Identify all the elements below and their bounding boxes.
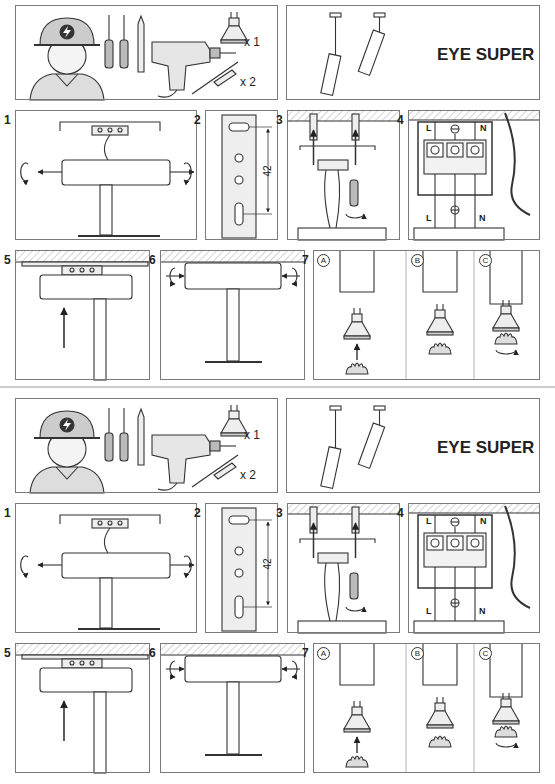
variant-circle: C — [479, 254, 492, 267]
step-panel: 7ABC — [313, 250, 540, 380]
quantity-label: x 2 — [240, 76, 256, 88]
variant-circle: B — [411, 647, 424, 660]
variant-circle: A — [317, 254, 330, 267]
product-name: EYE SUPER — [437, 46, 534, 63]
terminal-label: N — [479, 607, 486, 616]
terminal-label: L — [426, 214, 432, 223]
title-panel: EYE SUPER — [286, 398, 540, 493]
variant-letter: A — [318, 255, 329, 266]
step-number: 3 — [276, 114, 283, 126]
cut-line — [0, 387, 555, 388]
step-number: 1 — [4, 114, 11, 126]
variant-letter: C — [480, 648, 491, 659]
quantity-label: x 1 — [244, 429, 260, 441]
variant-letter: A — [318, 648, 329, 659]
terminal-label: L — [426, 124, 432, 133]
variant-circle: B — [411, 254, 424, 267]
step-number: 2 — [194, 507, 201, 519]
step-panel: 3 — [287, 110, 400, 240]
tools-panel: x 1 x 2 — [15, 5, 278, 100]
dimension-label: 42 — [263, 558, 273, 569]
terminal-label: N — [479, 214, 486, 223]
step-number: 5 — [4, 647, 11, 659]
quantity-label: x 2 — [240, 469, 256, 481]
step-number: 7 — [302, 254, 309, 266]
quantity-label: x 1 — [244, 36, 260, 48]
terminal-label: N — [480, 124, 487, 133]
step-panel: 5 — [15, 643, 150, 773]
step-number: 5 — [4, 254, 11, 266]
title-panel: EYE SUPER — [286, 5, 540, 100]
variant-circle: A — [317, 647, 330, 660]
step-number: 6 — [149, 647, 156, 659]
step-number: 2 — [194, 114, 201, 126]
variant-circle: C — [479, 647, 492, 660]
step-panel: 7ABC — [313, 643, 540, 773]
step-panel: 6 — [160, 250, 305, 380]
step-number: 1 — [4, 507, 11, 519]
step-number: 4 — [397, 114, 404, 126]
product-name: EYE SUPER — [437, 439, 534, 456]
step-number: 6 — [149, 254, 156, 266]
variant-letter: C — [480, 255, 491, 266]
step-number: 4 — [397, 507, 404, 519]
step-panel: 6 — [160, 643, 305, 773]
step-number: 3 — [276, 507, 283, 519]
step-panel: 3 — [287, 503, 400, 633]
terminal-label: L — [426, 517, 432, 526]
dimension-label: 42 — [263, 165, 273, 176]
step-panel: 1 — [15, 503, 197, 633]
step-panel: 1 — [15, 110, 197, 240]
terminal-label: L — [426, 607, 432, 616]
variant-letter: B — [412, 255, 423, 266]
step-panel: 5 — [15, 250, 150, 380]
variant-letter: B — [412, 648, 423, 659]
step-number: 7 — [302, 647, 309, 659]
tools-panel: x 1 x 2 — [15, 398, 278, 493]
terminal-label: N — [480, 517, 487, 526]
